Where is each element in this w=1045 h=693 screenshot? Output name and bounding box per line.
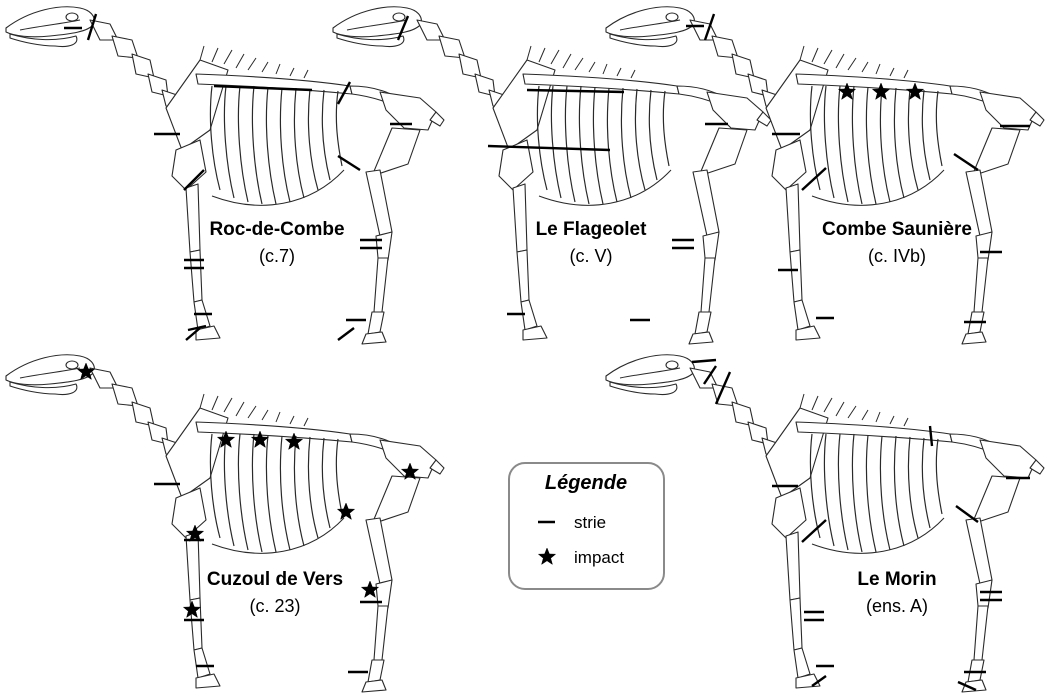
skeleton-combe-sauniere: Combe Saunière (c. IVb) [605,6,1045,345]
skeleton-roc-de-combe: Roc-de-Combe (c.7) [5,6,445,345]
legend-strie-label: strie [574,513,606,532]
site-name: Le Flageolet [536,219,648,240]
strie-marks [154,482,382,674]
legend-impact-label: impact [574,548,624,567]
site-level: (c. V) [570,246,613,266]
strie-marks [64,13,412,341]
site-level: (c.7) [259,246,295,266]
site-level: (c. 23) [249,596,300,616]
legend-title: Légende [545,472,627,494]
site-level: (ens. A) [866,596,928,616]
strie-marks [686,13,1030,324]
site-name: Le Morin [857,569,936,590]
site-level: (c. IVb) [868,246,926,266]
skeleton-le-flageolet: Le Flageolet (c. V) [332,6,772,345]
strie-marks [396,15,728,322]
site-name: Roc-de-Combe [209,219,344,240]
site-name: Combe Saunière [822,219,972,240]
legend: Légende strie impact [508,462,665,590]
site-name: Cuzoul de Vers [207,569,343,590]
skeleton-le-morin: Le Morin (ens. A) [605,354,1045,693]
skeleton-cuzoul-de-vers: Cuzoul de Vers (c. 23) [5,354,445,693]
strie-marks [691,358,1030,692]
